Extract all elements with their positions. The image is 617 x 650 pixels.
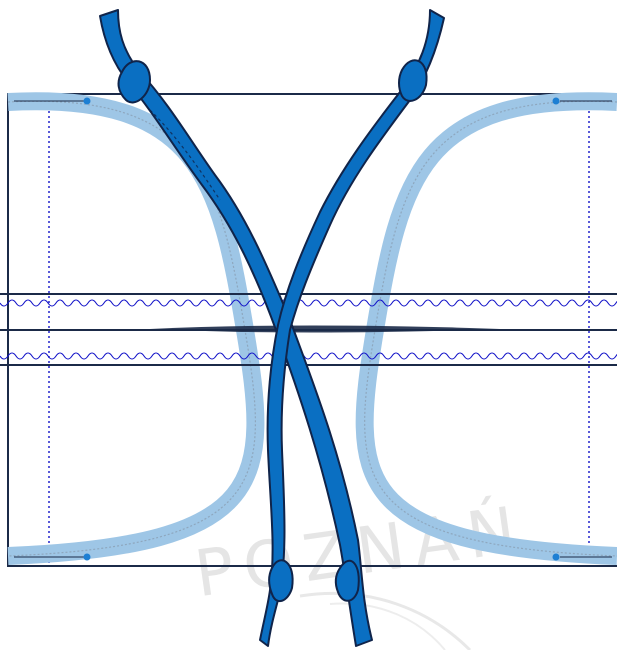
watermark-arc [299,591,472,650]
wavy-stitch-icon [0,299,617,307]
watermark-arc-2 [329,602,446,650]
strap-loop-top-right [398,59,428,102]
anchor-points [83,97,560,561]
band-lens [150,325,500,333]
strap-loop-top-left [117,60,152,104]
anchor-point-icon [83,553,91,561]
strap-center-dash [149,109,221,201]
strap-loops [117,59,428,603]
anchor-point-icon [552,97,560,105]
wavy-stitch-icon [0,352,617,360]
edge-ticks [14,100,612,558]
strap-loop-bottom-left [268,559,294,603]
anchor-point-icon [83,97,91,105]
wavy-stitching [0,299,617,360]
anchor-point-icon [552,553,560,561]
strap-loop-bottom-right [334,560,360,602]
